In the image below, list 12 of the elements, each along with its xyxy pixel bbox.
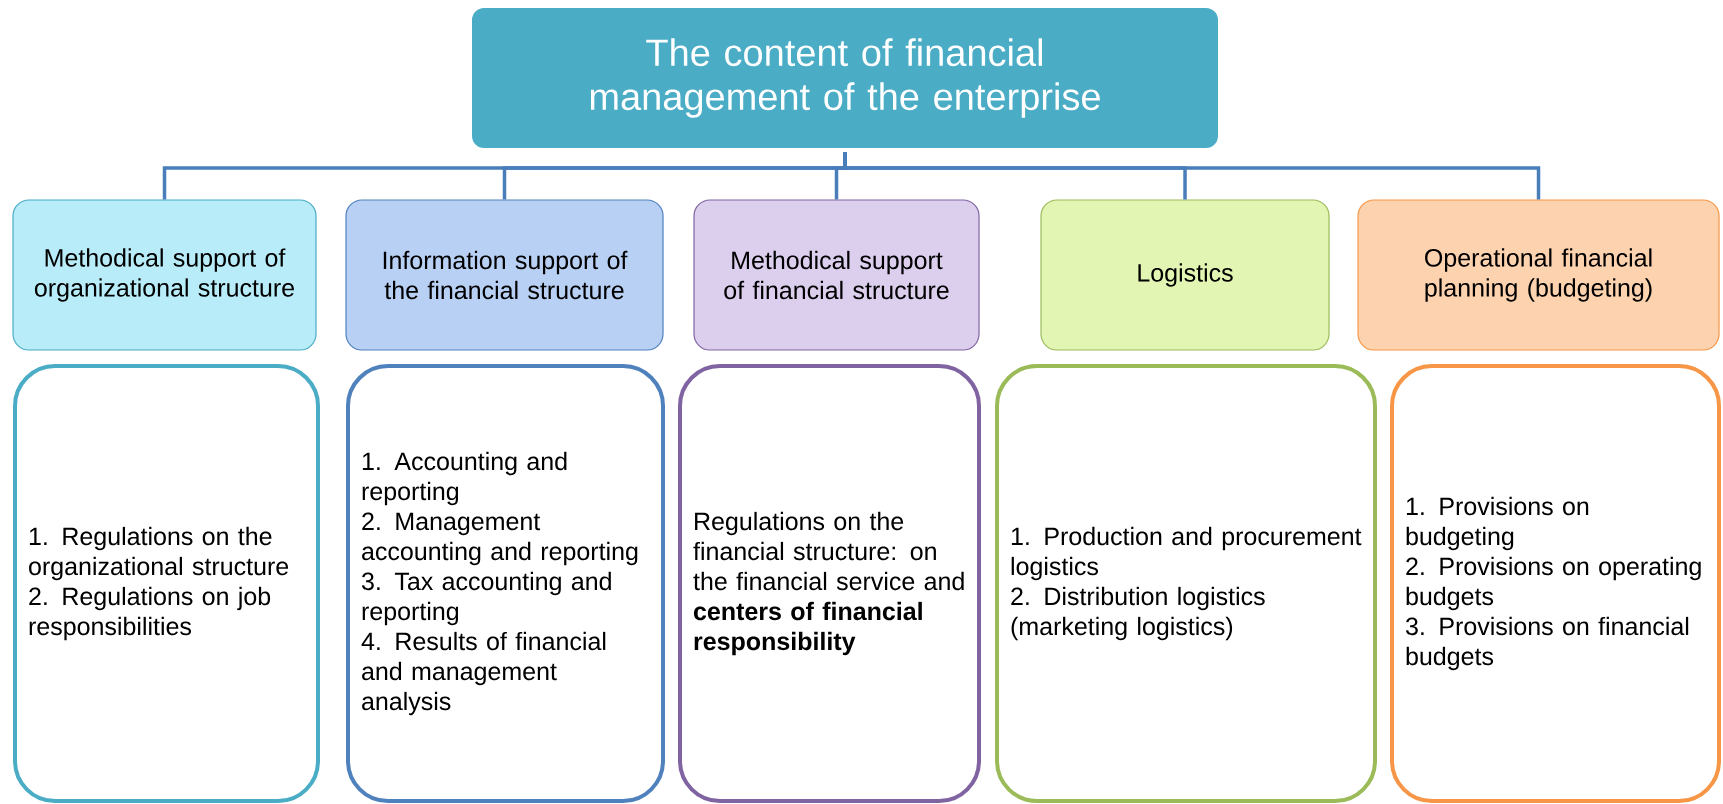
category-box: Operational financial planning (budgeting) (1357, 199, 1720, 351)
connector (843, 152, 1541, 200)
category-box: Methodical support of organizational structure (12, 199, 317, 351)
category-box: Logistics (1040, 199, 1330, 351)
category-box: Methodical support of financial structure (693, 199, 980, 351)
content-box: 1. Production and procurement logistics 2. Distribution logistics (marketing logistics) (995, 364, 1377, 803)
content-box: 1. Accounting and reporting 2. Management accounting and reporting 3. Tax accounting and reporting 4. Results of financial and management analysis (346, 364, 665, 803)
content-box: Regulations on the financial structure: on the financial service and centers of financial responsibility (678, 364, 981, 803)
category-box: Information support of the financial structure (345, 199, 664, 351)
content-box: 1. Regulations on the organizational structure 2. Regulations on job responsibilities (13, 364, 320, 803)
title-box: The content of financial management of the enterprise (468, 4, 1222, 152)
content-box: 1. Provisions on budgeting 2. Provisions on operating budgets 3. Provisions on financial budgets (1390, 364, 1721, 803)
